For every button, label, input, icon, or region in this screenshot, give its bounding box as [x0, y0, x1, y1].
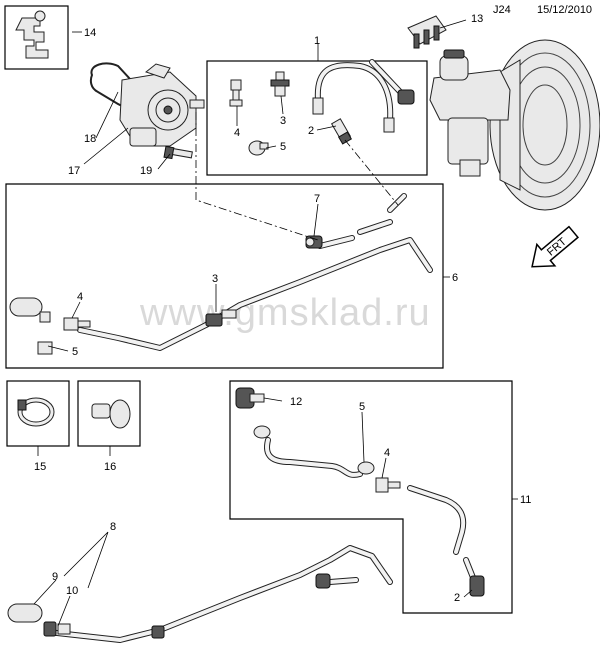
callout-19: 19	[140, 165, 152, 177]
master-cylinder	[429, 49, 511, 177]
callout-18: 18	[84, 133, 96, 145]
fitting-part-10b	[57, 623, 71, 635]
callout-4b: 4	[77, 291, 83, 303]
callout-10: 10	[66, 585, 78, 597]
callout-17: 17	[68, 165, 80, 177]
end-cap-part-6	[9, 297, 43, 317]
diagram-date: 15/12/2010	[537, 4, 593, 16]
valve-part-3a	[270, 71, 290, 97]
callout-15: 15	[34, 461, 46, 473]
valve-part-3b	[205, 309, 237, 327]
frame-part-15	[6, 380, 70, 447]
callout-14: 14	[84, 27, 96, 39]
clamp-part-5c	[253, 425, 375, 475]
callout-7: 7	[314, 193, 320, 205]
callout-3a: 3	[280, 115, 286, 127]
bolt-part-19	[163, 145, 193, 160]
connector-part-13	[407, 15, 447, 49]
callout-5a: 5	[280, 141, 286, 153]
connection-line-booster	[344, 139, 399, 206]
callout-11: 11	[520, 494, 531, 506]
callout-9: 9	[52, 571, 58, 583]
callout-4c: 4	[384, 447, 390, 459]
watermark: www.gmsklad.ru	[140, 292, 431, 334]
connector-part-2b	[469, 575, 485, 597]
hose-clamp-part-15	[17, 397, 55, 427]
hose-assembly-8	[7, 545, 393, 643]
callout-3b: 3	[212, 273, 218, 285]
front-direction-arrow: FRT	[531, 225, 580, 268]
clip-part-16	[91, 399, 131, 429]
diagram-code: J24	[493, 4, 511, 16]
clamp-part-5b	[37, 311, 53, 355]
callout-2a: 2	[308, 125, 314, 137]
fitting-part-4a	[229, 79, 243, 107]
brake-booster	[489, 39, 600, 211]
clip-part-14	[15, 10, 49, 59]
callout-8: 8	[110, 521, 116, 533]
clamp-part-10	[43, 621, 57, 637]
callout-16: 16	[104, 461, 116, 473]
callout-5b: 5	[72, 346, 78, 358]
connection-line-pump	[195, 112, 319, 241]
callout-6: 6	[452, 272, 458, 284]
hose-assembly-1	[312, 59, 415, 133]
callout-12: 12	[290, 396, 302, 408]
frame-assembly-1	[206, 60, 428, 176]
callout-1: 1	[314, 35, 320, 47]
frame-part-14	[4, 5, 69, 70]
elbow-part-12	[235, 387, 265, 409]
hose-assembly-6	[77, 193, 433, 351]
fitting-part-4c	[375, 477, 401, 493]
hose-assembly-11	[264, 437, 477, 583]
vacuum-pump	[89, 62, 205, 147]
callout-4a: 4	[234, 127, 240, 139]
frame-part-16	[77, 380, 141, 447]
frame-assembly-11	[229, 380, 513, 614]
callout-2b: 2	[454, 592, 460, 604]
fitting-part-4b	[63, 317, 91, 331]
end-cap-part-9	[7, 603, 43, 623]
callout-5c: 5	[359, 401, 365, 413]
connector-part-2a	[330, 118, 353, 145]
frame-assembly-6	[5, 183, 444, 369]
elbow-part-7	[305, 235, 323, 249]
callout-13: 13	[471, 13, 483, 25]
clamp-part-5a	[248, 140, 269, 156]
